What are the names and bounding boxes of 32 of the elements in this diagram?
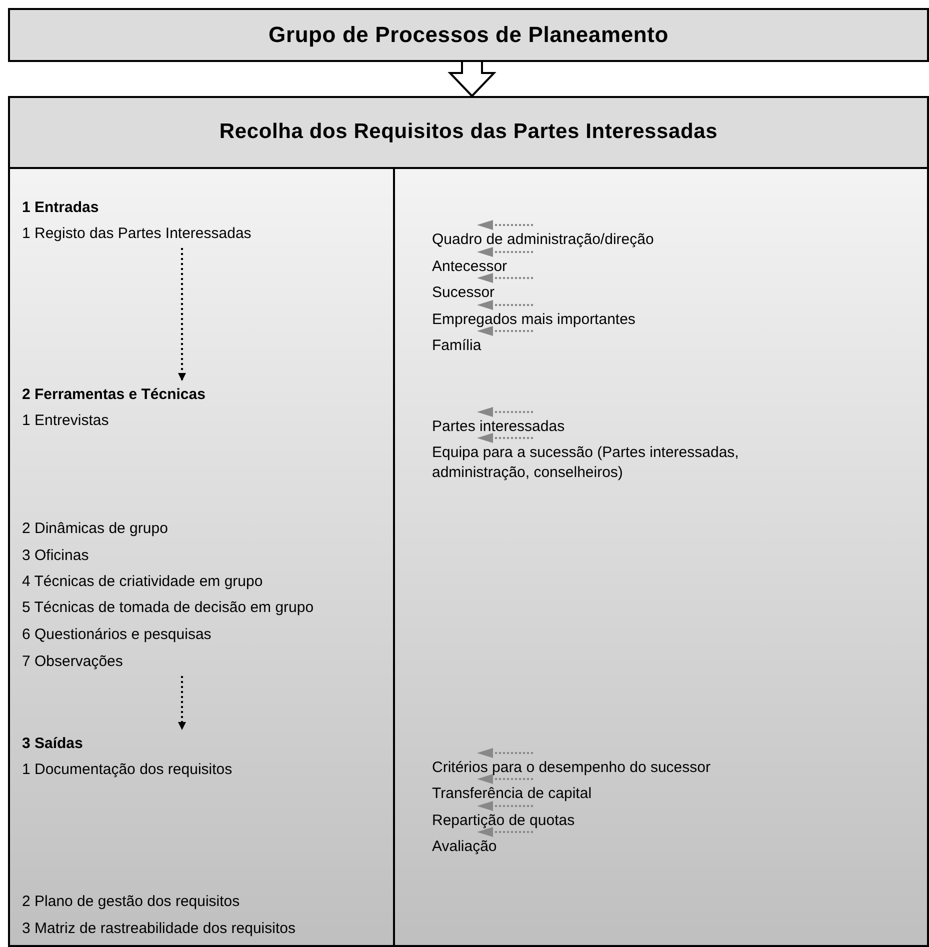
section-heading: 3 Saídas	[22, 734, 83, 754]
stakeholder-label: Repartição de quotas	[432, 811, 576, 831]
stakeholder-label: Critérios para o desempenho do sucessor	[432, 758, 712, 778]
process-panel	[8, 96, 929, 947]
list-item: 3 Oficinas	[22, 546, 89, 566]
list-item: 3 Matriz de rastreabilidade dos requisitos	[22, 919, 296, 939]
arrow	[178, 676, 186, 730]
header-title: Grupo de Processos de Planeamento	[268, 22, 670, 48]
list-item: 2 Dinâmicas de grupo	[22, 519, 168, 539]
list-item: 2 Plano de gestão dos requisitos	[22, 892, 240, 912]
section-heading: 2 Ferramentas e Técnicas	[22, 385, 206, 405]
block-arrow	[448, 61, 496, 98]
panel-title: Recolha dos Requisitos das Partes Interessadas	[218, 120, 719, 144]
list-item: 7 Observações	[22, 652, 123, 672]
stakeholder-label: Avaliação	[432, 837, 498, 857]
stakeholder-label: Empregados mais importantes	[432, 310, 636, 330]
stakeholder-label: Equipa para a sucessão (Partes interessadas, administração, conselheiros)	[432, 443, 740, 483]
list-item: 4 Técnicas de criatividade em grupo	[22, 572, 263, 592]
arrow	[178, 248, 186, 381]
stakeholder-label: Quadro de administração/direção	[432, 230, 655, 250]
list-item: 6 Questionários e pesquisas	[22, 625, 212, 645]
header-box	[8, 8, 929, 62]
list-item: 1 Entrevistas	[22, 411, 109, 431]
stakeholder-label: Transferência de capital	[432, 784, 593, 804]
stakeholder-label: Família	[432, 336, 482, 356]
stakeholder-label: Partes interessadas	[432, 417, 566, 437]
stakeholder-label: Antecessor	[432, 257, 508, 277]
list-item: 1 Registo das Partes Interessadas	[22, 224, 252, 244]
list-item: 1 Documentação dos requisitos	[22, 760, 232, 780]
stakeholder-label: Sucessor	[432, 283, 496, 303]
list-item: 5 Técnicas de tomada de decisão em grupo	[22, 598, 314, 618]
section-heading: 1 Entradas	[22, 198, 99, 218]
